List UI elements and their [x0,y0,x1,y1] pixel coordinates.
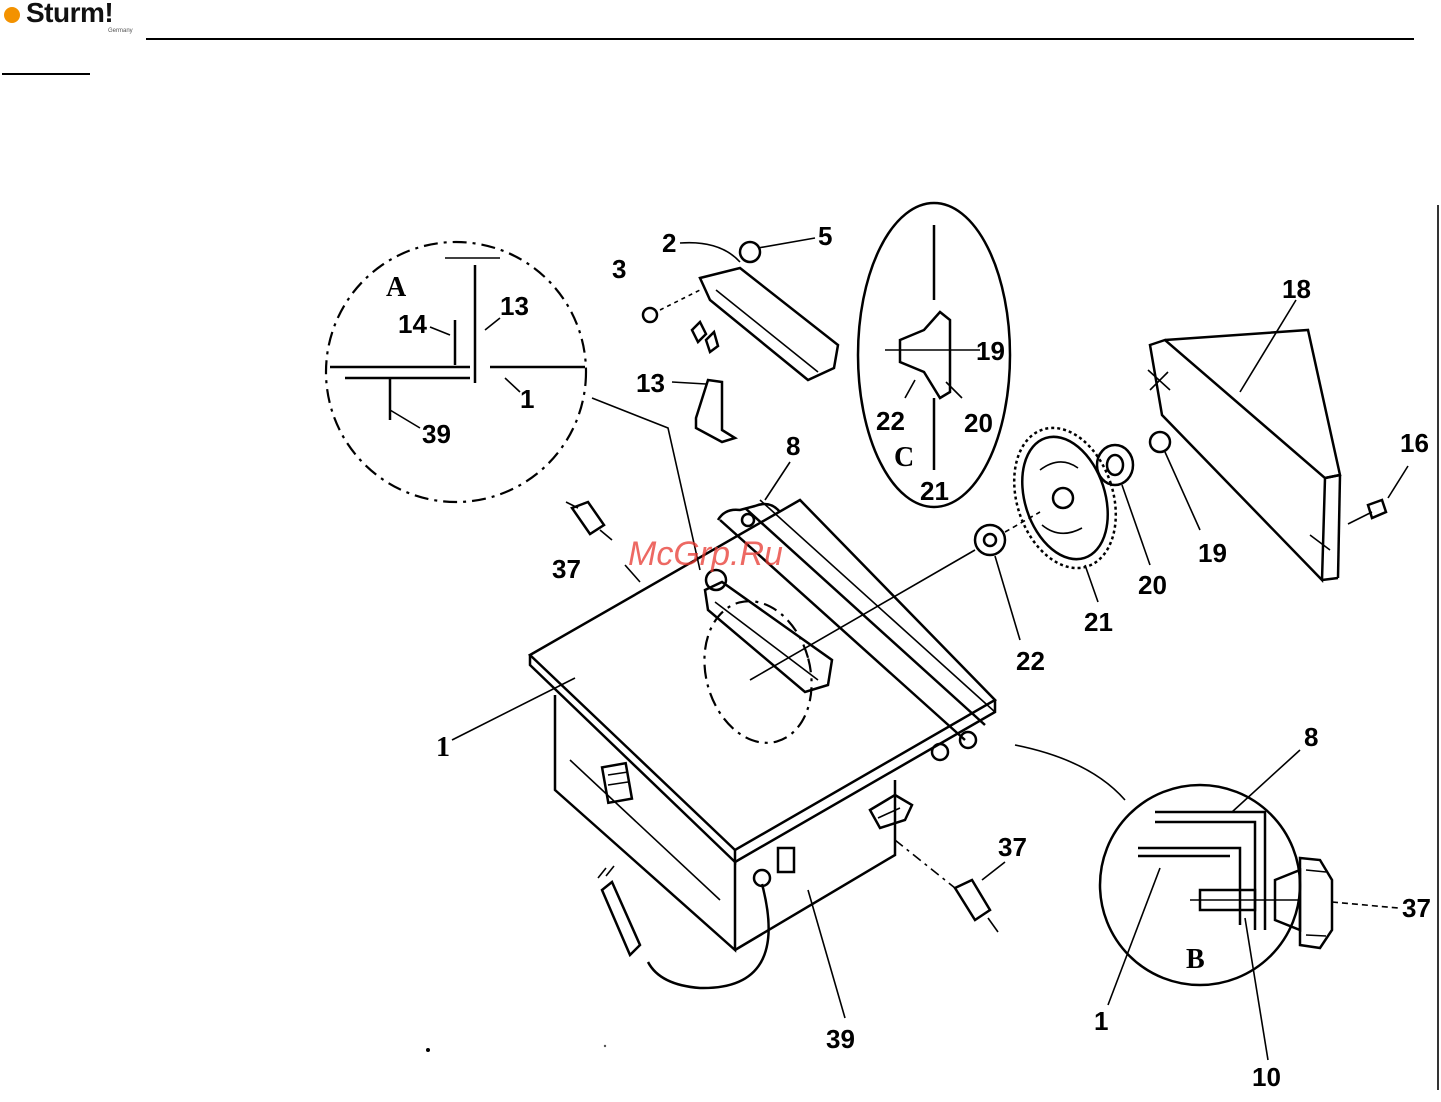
part-label-3: 3 [612,254,626,284]
detail-c: 19 22 20 C 21 [858,203,1010,507]
detail-c-label-22: 22 [876,406,905,436]
detail-b-label-10: 10 [1252,1062,1281,1092]
detail-b-title: B [1186,944,1205,975]
detail-a-label-1: 1 [520,384,534,414]
saw-body: 1 39 8 [436,431,995,1054]
bracket-13: 13 [636,322,735,442]
detail-c-label-21: 21 [920,476,949,506]
detail-b-label-37: 37 [1402,893,1431,923]
knob-37-right: 37 [895,832,1027,932]
part-label-16: 16 [1400,428,1429,458]
part-label-22: 22 [1016,646,1045,676]
blade-guard: 2 3 5 [612,221,838,380]
detail-c-label-20: 20 [964,408,993,438]
detail-b: 8 37 1 10 B [1015,722,1431,1092]
detail-c-label-19: 19 [976,336,1005,366]
detail-b-label-8: 8 [1304,722,1318,752]
watermark: McGrp.Ru [628,535,783,573]
blade-assembly: 19 20 21 22 [750,415,1227,680]
detail-a-title: A [386,272,407,303]
part-label-21: 21 [1084,607,1113,637]
part-label-37-right: 37 [998,832,1027,862]
part-label-2: 2 [662,228,676,258]
part-label-13: 13 [636,368,665,398]
part-label-18: 18 [1282,274,1311,304]
part-label-19: 19 [1198,538,1227,568]
detail-a-label-39: 39 [422,419,451,449]
part-label-20: 20 [1138,570,1167,600]
part-label-1: 1 [436,732,450,763]
part-label-39: 39 [826,1024,855,1054]
detail-a-label-14: 14 [398,309,427,339]
detail-a: A 14 13 1 39 [326,242,586,502]
detail-a-label-13: 13 [500,291,529,321]
detail-b-label-1: 1 [1094,1006,1108,1036]
detail-c-title: C [894,442,914,473]
part-label-5: 5 [818,221,832,251]
part-label-8: 8 [786,431,800,461]
knob-37-left: 37 [552,502,640,584]
part-label-37-left: 37 [552,554,581,584]
